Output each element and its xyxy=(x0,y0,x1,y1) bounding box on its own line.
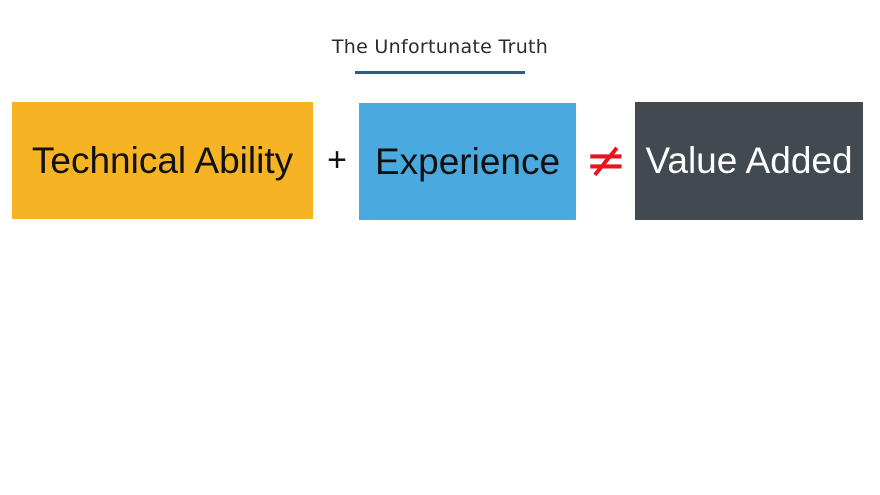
slide-title: The Unfortunate Truth xyxy=(331,36,549,58)
experience-label: Experience xyxy=(374,140,561,182)
experience-box: Experience xyxy=(359,103,576,220)
technical-ability-box: Technical Ability xyxy=(12,102,313,219)
title-underline xyxy=(355,71,525,74)
not-equal-operator: ≠ xyxy=(585,131,627,189)
value-added-label: Value Added xyxy=(645,140,853,181)
value-added-box: Value Added xyxy=(635,102,863,220)
technical-ability-label: Technical Ability xyxy=(31,139,294,181)
plus-operator: + xyxy=(327,140,347,179)
